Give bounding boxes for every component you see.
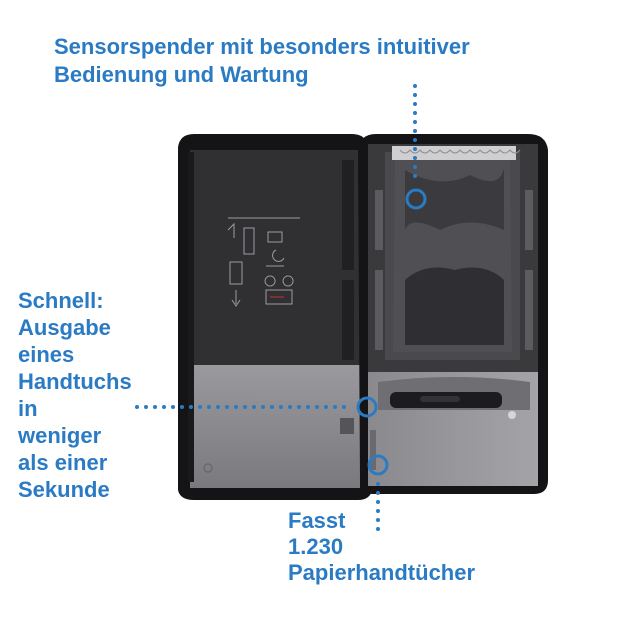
instruction-diagram-icon xyxy=(227,217,300,307)
callout-line: als einer xyxy=(18,450,108,475)
sensor-window-icon xyxy=(508,411,516,419)
callout-line: Papierhandtücher xyxy=(288,560,476,585)
callout-line: Fasst xyxy=(288,508,346,533)
callout-line: Sensorspender mit besonders intuitiver xyxy=(54,34,470,59)
callout-sensor-dispenser: Sensorspender mit besonders intuitiver B… xyxy=(54,33,614,89)
callout-marker-bottom xyxy=(367,454,389,532)
callout-line: 1.230 xyxy=(288,534,344,559)
callout-line: weniger xyxy=(18,423,102,448)
callout-line: Sekunde xyxy=(18,477,110,502)
callout-line: eines xyxy=(18,342,75,367)
callout-marker-top xyxy=(405,84,427,210)
dispenser-body-right xyxy=(358,134,548,494)
callout-line: Bedienung und Wartung xyxy=(54,62,309,87)
dispenser-door-left xyxy=(178,134,372,500)
callout-line: Handtuchs xyxy=(18,369,132,394)
callout-line: Schnell: xyxy=(18,288,104,313)
paper-outlet-icon xyxy=(390,392,502,408)
callout-fast-dispensing: Schnell: Ausgabe eines Handtuchs in weni… xyxy=(18,287,158,503)
callout-capacity: Fasst 1.230 Papierhandtücher xyxy=(288,508,528,586)
callout-line: Ausgabe xyxy=(18,315,111,340)
callout-line: in xyxy=(18,396,38,421)
callout-marker-left xyxy=(135,396,378,418)
